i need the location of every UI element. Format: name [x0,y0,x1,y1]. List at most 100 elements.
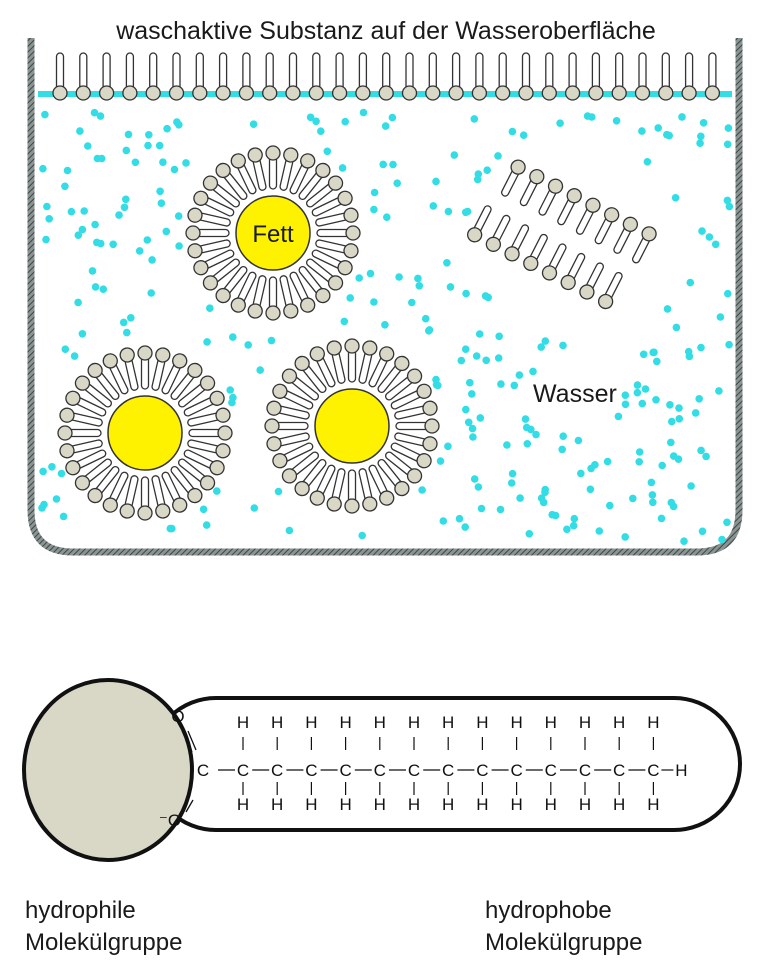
detergent-molecule-icon [538,178,564,216]
carbon-atom: C [579,761,591,780]
water-molecule [119,318,128,327]
water-molecule [698,527,707,536]
water-molecule [715,387,723,395]
water-molecule [70,352,79,360]
water-molecule [503,441,511,449]
detergent-molecule-icon [466,205,492,243]
water-molecule [74,231,83,239]
water-molecule [678,113,686,121]
detergent-molecule-icon [485,214,511,252]
water-molecule [482,356,491,365]
water-molecule [163,124,171,133]
terminal-hydrogen: H [675,761,687,780]
hydrogen-atom: H [579,795,591,814]
carbon-atom: C [476,761,488,780]
detergent-molecule-icon [151,475,171,519]
detergent-molecule-icon [390,383,432,410]
detergent-molecule-icon [681,52,697,101]
detergent-molecule-icon [471,52,488,101]
water-molecule [723,196,732,205]
detergent-molecule-icon [519,169,545,207]
detergent-molecule-icon [187,439,231,459]
carbon-atom: C [408,761,420,780]
detergent-molecule-icon [298,265,331,304]
water-molecule [135,247,144,255]
water-molecule [306,113,315,122]
detergent-molecule-icon [262,52,278,101]
water-molecule [145,131,153,139]
carboxyl-carbon: C [197,761,209,780]
detergent-molecule-icon [311,190,353,217]
hydrogen-atom: H [476,713,488,732]
water-molecule [672,323,681,332]
water-molecule [443,259,451,267]
water-molecule [470,475,479,483]
fat-label: Fett [252,221,294,248]
water-molecule [97,154,106,163]
water-molecule [76,127,84,135]
water-molecule [93,238,101,247]
water-molecule [652,396,660,404]
water-molecule [475,330,484,338]
water-molecule [563,525,571,534]
detergent-molecule-icon [57,425,102,441]
hydrogen-atom: H [476,795,488,814]
water-molecule [59,512,68,521]
detergent-molecule-icon [145,52,161,101]
detergent-molecule-icon [305,175,344,208]
water-molecule [696,139,704,147]
water-molecule [723,518,731,527]
detergent-molecule-icon [65,449,107,476]
hydrophilic-label-line1: hydrophile [25,897,136,924]
water-molecule [711,240,720,249]
hydrogen-atom: H [237,795,249,814]
water-molecule [649,498,657,507]
detergent-molecule-icon [238,52,255,101]
detergent-molecule-icon [390,442,432,469]
detergent-molecule-icon [87,465,120,504]
water-molecule [317,127,325,135]
detergent-molecule-icon [183,390,225,417]
water-molecule [523,440,532,448]
water-molecule [648,491,657,499]
hydrogen-atom: H [442,713,454,732]
water-molecule [687,482,695,490]
detergent-molecule-icon [579,262,605,300]
water-molecule [42,235,50,244]
carbon-atom: C [613,761,625,780]
water-molecule [213,487,221,495]
hydrogen-atom: H [510,795,522,814]
detergent-molecule-icon [75,52,91,101]
water-molecule [147,289,155,297]
detergent-molecule-icon [264,418,309,434]
detergent-molecule-icon [658,52,674,101]
water-molecule [80,207,88,215]
detergent-molecule-icon [401,52,418,101]
detergent-molecule-icon [394,432,438,452]
water-molecule [455,514,464,523]
water-molecule [494,152,502,160]
water-molecule [421,314,430,323]
micelle [185,145,361,321]
water-molecule [250,504,259,512]
carbon-atom: C [305,761,317,780]
detergent-molecule-icon [187,239,231,259]
detergent-molecule-icon [377,355,410,394]
detergent-molecule-icon [564,52,581,101]
detergent-molecule-icon [137,345,153,390]
hydrophobic-label-line1: hydrophobe [485,897,612,924]
water-molecule [725,340,733,349]
detergent-molecule-icon [355,52,371,101]
water-molecule [122,195,130,204]
detergent-molecule-icon [501,159,526,197]
detergent-molecule-icon [119,347,139,391]
water-molecule [497,380,505,388]
hydrophilic-head [22,678,194,862]
micelle [57,345,233,521]
detergent-molecule-icon [247,275,267,319]
detergent-molecule-icon [294,458,327,497]
detergent-molecule-icon [272,383,314,410]
water-molecule [539,498,548,507]
water-molecule [366,269,375,278]
fat-droplet [235,195,311,271]
